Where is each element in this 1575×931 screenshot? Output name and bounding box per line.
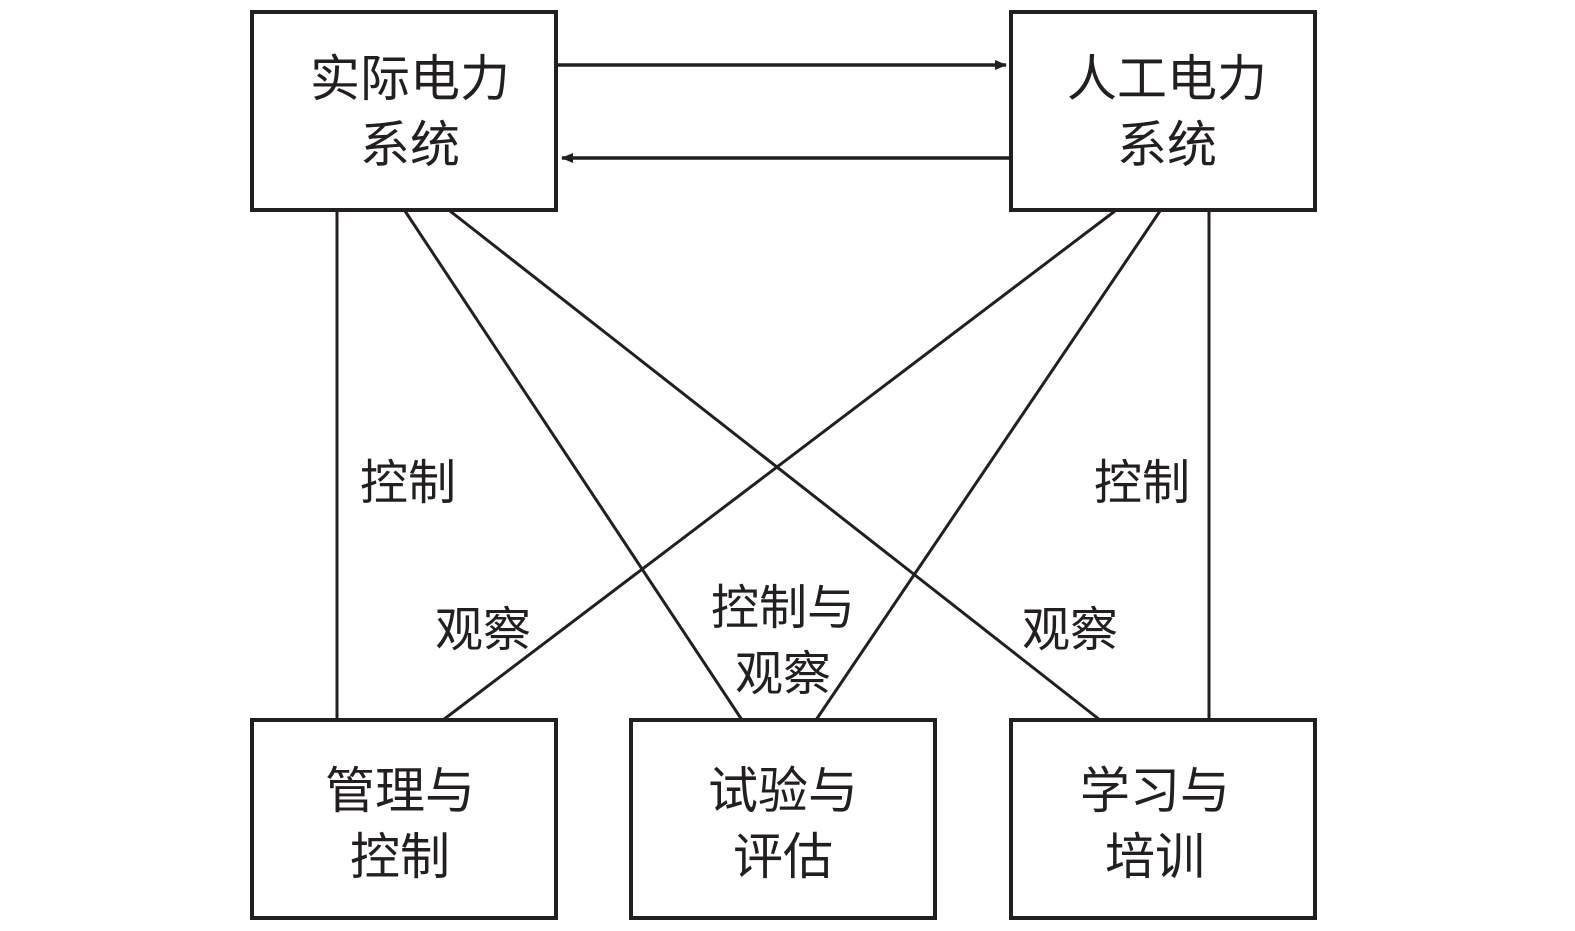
top-arrows bbox=[558, 60, 1010, 163]
node-real-line2: 系统 bbox=[360, 116, 460, 174]
edge-labels: 控制 观察 控制与 观察 观察 控制 bbox=[360, 455, 1190, 702]
label-center-line1: 控制与 bbox=[711, 580, 855, 636]
node-real-power-system: 实际电力 系统 bbox=[250, 10, 558, 212]
node-real-line1: 实际电力 bbox=[310, 50, 510, 108]
node-management-line2: 控制 bbox=[350, 828, 450, 886]
node-learning-training: 学习与 培训 bbox=[1009, 718, 1317, 920]
label-right-observe: 观察 bbox=[1022, 602, 1118, 658]
label-left-control: 控制 bbox=[360, 455, 456, 511]
edge-real-to-learning bbox=[449, 209, 1101, 722]
node-artificial-line1: 人工电力 bbox=[1067, 50, 1267, 108]
node-management-line1: 管理与 bbox=[325, 762, 475, 820]
node-artificial-line2: 系统 bbox=[1117, 116, 1217, 174]
edge-real-to-test bbox=[403, 210, 744, 721]
node-learning-line1: 学习与 bbox=[1080, 762, 1230, 820]
label-right-control: 控制 bbox=[1094, 455, 1190, 511]
label-left-observe: 观察 bbox=[435, 602, 531, 658]
label-center-line2: 观察 bbox=[735, 646, 831, 702]
node-test-line2: 评估 bbox=[733, 828, 833, 886]
connector-lines bbox=[335, 209, 1211, 722]
node-test-evaluation: 试验与 评估 bbox=[629, 718, 937, 920]
node-management-control: 管理与 控制 bbox=[250, 718, 558, 920]
edge-artificial-to-test bbox=[814, 210, 1162, 721]
node-artificial-power-system: 人工电力 系统 bbox=[1009, 10, 1317, 212]
node-test-line1: 试验与 bbox=[708, 762, 858, 820]
node-learning-line2: 培训 bbox=[1105, 828, 1205, 886]
edge-artificial-to-management bbox=[442, 209, 1116, 722]
